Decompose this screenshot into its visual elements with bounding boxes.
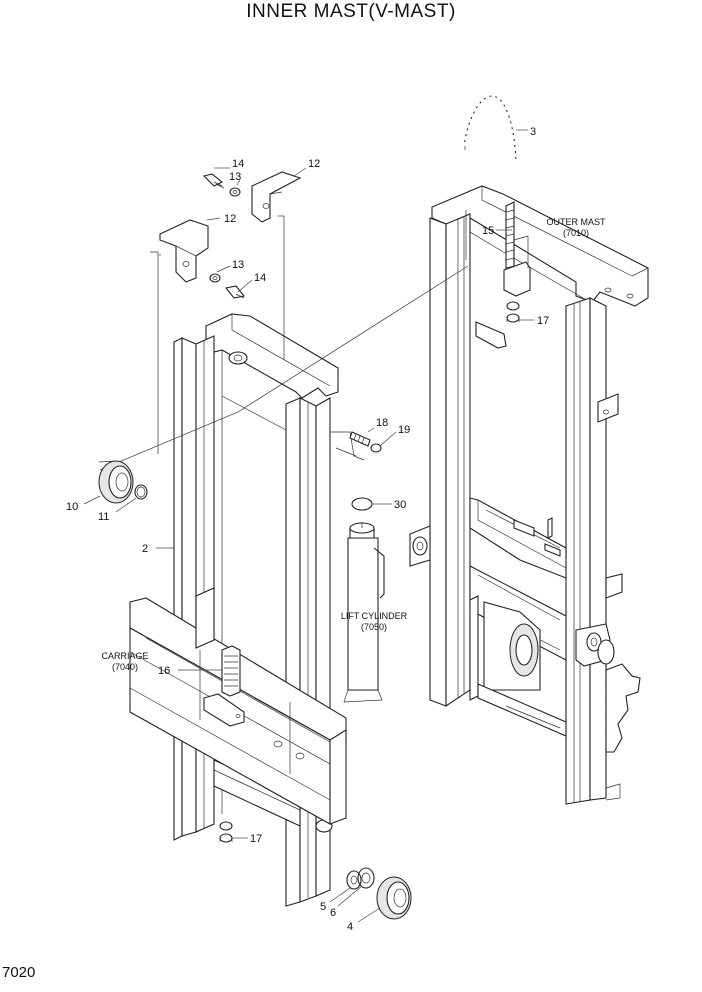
pin-18 <box>349 431 371 447</box>
callout-12-top: 12 <box>308 158 320 170</box>
callout-3: 3 <box>530 126 536 138</box>
callout-11: 11 <box>98 511 109 523</box>
callout-14-top: 14 <box>232 158 244 170</box>
lift-cylinder-label: LIFT CYLINDER <box>341 611 408 621</box>
callout-6: 6 <box>330 907 336 919</box>
snap-ring-11 <box>134 484 148 500</box>
lift-chain <box>462 94 518 161</box>
bracket-12-left-assembly <box>159 219 245 299</box>
lift-cylinder-code: (7050) <box>361 622 387 632</box>
roller-bearing-4 <box>376 876 412 920</box>
callout-5: 5 <box>320 901 326 913</box>
callout-4: 4 <box>347 921 353 933</box>
callout-2: 2 <box>142 543 148 555</box>
outer-mast-label: OUTER MAST <box>546 217 606 227</box>
callout-14-left: 14 <box>254 272 266 284</box>
carriage-code: (7040) <box>112 662 138 672</box>
carriage-label: CARRIAGE <box>101 651 148 661</box>
lift-cylinder-drawing <box>343 522 385 703</box>
o-ring-30 <box>351 497 373 511</box>
callout-18: 18 <box>376 417 388 429</box>
outer-mast-drawing <box>409 185 649 805</box>
callout-16: 16 <box>158 665 170 677</box>
callout-17-top: 17 <box>537 315 549 327</box>
outer-mast-code: (7010) <box>563 228 589 238</box>
callout-15: 15 <box>482 225 494 237</box>
page-title: INNER MAST(V-MAST) <box>246 1 456 22</box>
callout-12-left: 12 <box>224 213 236 225</box>
callout-10: 10 <box>66 501 78 513</box>
page-code: 7020 <box>2 964 36 981</box>
callout-13-top: 13 <box>229 171 241 183</box>
shim-5 <box>346 870 362 890</box>
bracket-12-top-assembly <box>202 171 302 223</box>
nut-19 <box>370 443 382 453</box>
callout-13-left: 13 <box>232 259 244 271</box>
shim-6 <box>357 867 375 889</box>
chain-anchor-bolt <box>503 201 531 297</box>
projection-lines <box>99 215 469 471</box>
leader-lines <box>83 129 534 923</box>
carriage-drawing <box>129 587 347 825</box>
callouts: 3 15 17 14 13 12 12 13 14 18 19 30 10 11… <box>66 126 549 933</box>
roller-bearing-10 <box>98 460 134 504</box>
callout-17-bottom: 17 <box>250 833 262 845</box>
nut-17-bottom <box>219 821 233 843</box>
callout-30: 30 <box>394 499 406 511</box>
callout-19: 19 <box>398 424 410 436</box>
reference-labels: OUTER MAST (7010) LIFT CYLINDER (7050) C… <box>101 217 606 672</box>
nut-17-top <box>506 301 520 323</box>
